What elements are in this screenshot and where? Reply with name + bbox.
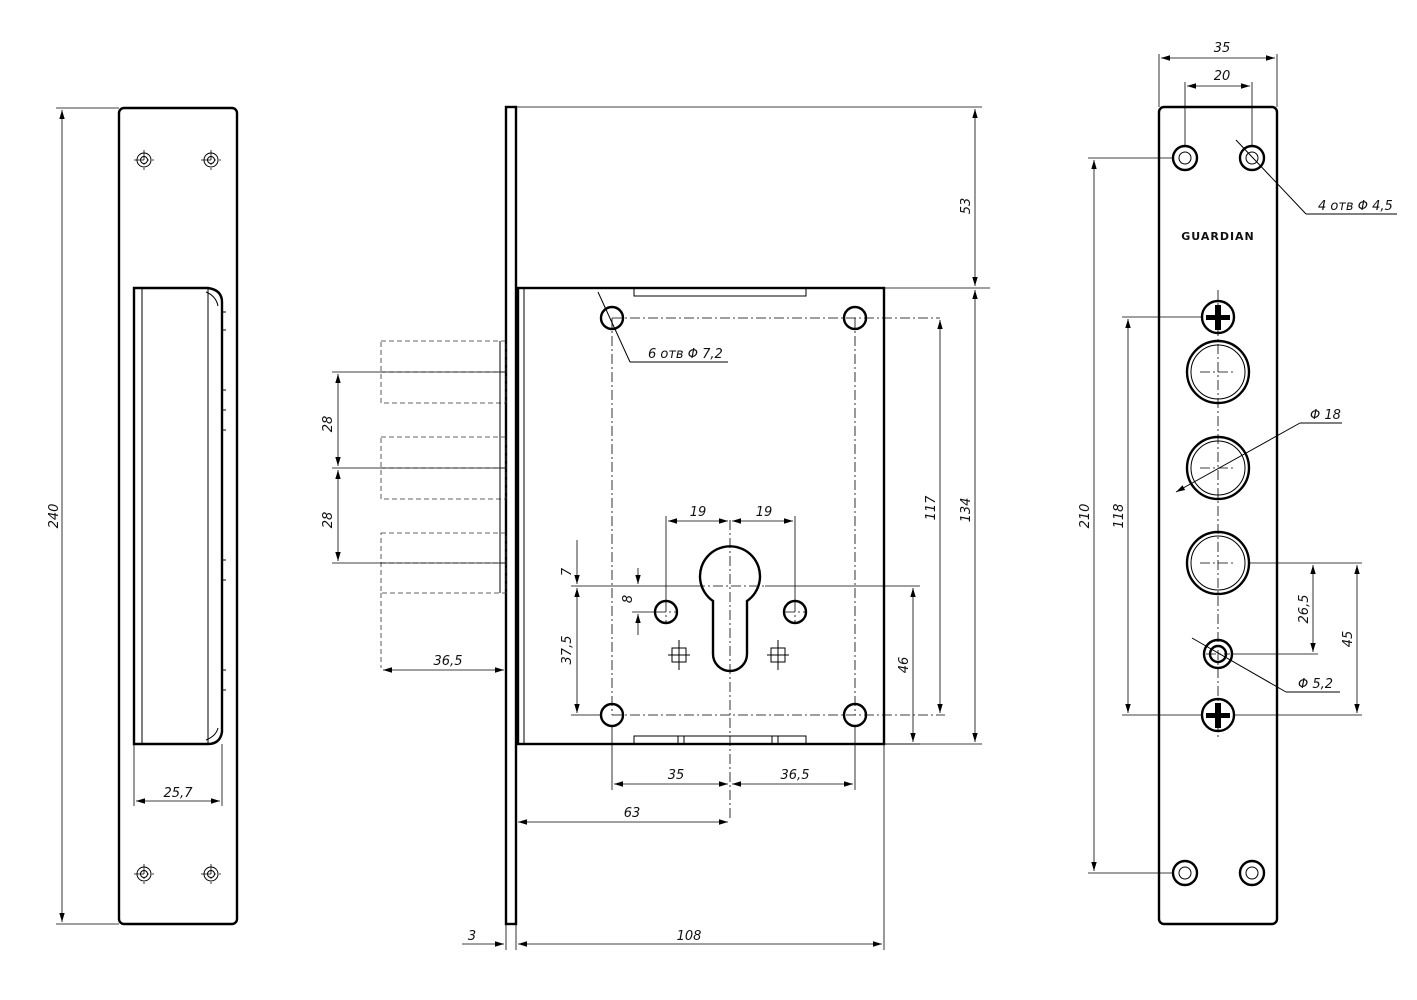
dim-36-5-bolt: 36,5 [434, 654, 463, 669]
dim-7: 7 [560, 567, 575, 576]
note-phi-5-2: Φ 5,2 [1298, 677, 1333, 692]
faceplate-side [504, 105, 518, 926]
note-phi-18: Φ 18 [1310, 408, 1341, 423]
lock-mounting-holes [599, 305, 945, 728]
note-4-holes: 4 отв Φ 4,5 [1318, 199, 1393, 214]
strike-screw-holes [134, 150, 221, 884]
faceplate-view: GUARDIAN [1078, 41, 1397, 926]
dim-3: 3 [468, 929, 476, 944]
dim-45: 45 [1341, 631, 1356, 648]
note-6-holes: 6 отв Φ 7,2 [648, 347, 723, 362]
dim-26-5: 26,5 [1297, 595, 1312, 624]
faceplate-outline [1157, 105, 1279, 926]
dim-46: 46 [897, 657, 912, 674]
dim-118: 118 [1112, 504, 1127, 529]
dim-28-bottom: 28 [321, 512, 336, 529]
dim-35-bottom: 35 [668, 768, 685, 783]
dim-210: 210 [1078, 504, 1093, 529]
dim-28-top: 28 [321, 416, 336, 433]
dim-36-5-bottom: 36,5 [781, 768, 810, 783]
strike-box-outline [132, 286, 224, 746]
dim-19-left: 19 [690, 505, 707, 520]
dim-63: 63 [624, 806, 641, 821]
dim-8: 8 [621, 595, 636, 603]
dim-25-7: 25,7 [164, 786, 194, 801]
lock-body-view: 6 отв Φ 7,2 53 134 117 46 28 28 36,5 [321, 105, 990, 950]
cylinder-cutout [698, 545, 762, 673]
dim-19-right: 19 [756, 505, 773, 520]
dim-117: 117 [924, 495, 939, 521]
dim-35-faceplate: 35 [1214, 41, 1231, 56]
strike-plate-outline [117, 106, 239, 926]
dim-20-faceplate: 20 [1214, 69, 1231, 84]
dim-53: 53 [959, 198, 974, 215]
dim-134: 134 [959, 498, 974, 523]
brand-logo: GUARDIAN [1181, 230, 1255, 243]
latch-markers [668, 640, 789, 670]
dim-108: 108 [677, 929, 702, 944]
dim-240: 240 [47, 504, 62, 529]
faceplate-holes [1171, 144, 1266, 887]
dim-37-5: 37,5 [560, 636, 575, 665]
deadbolts-extended [380, 340, 507, 668]
strike-plate-view: 240 25,7 [47, 106, 239, 926]
